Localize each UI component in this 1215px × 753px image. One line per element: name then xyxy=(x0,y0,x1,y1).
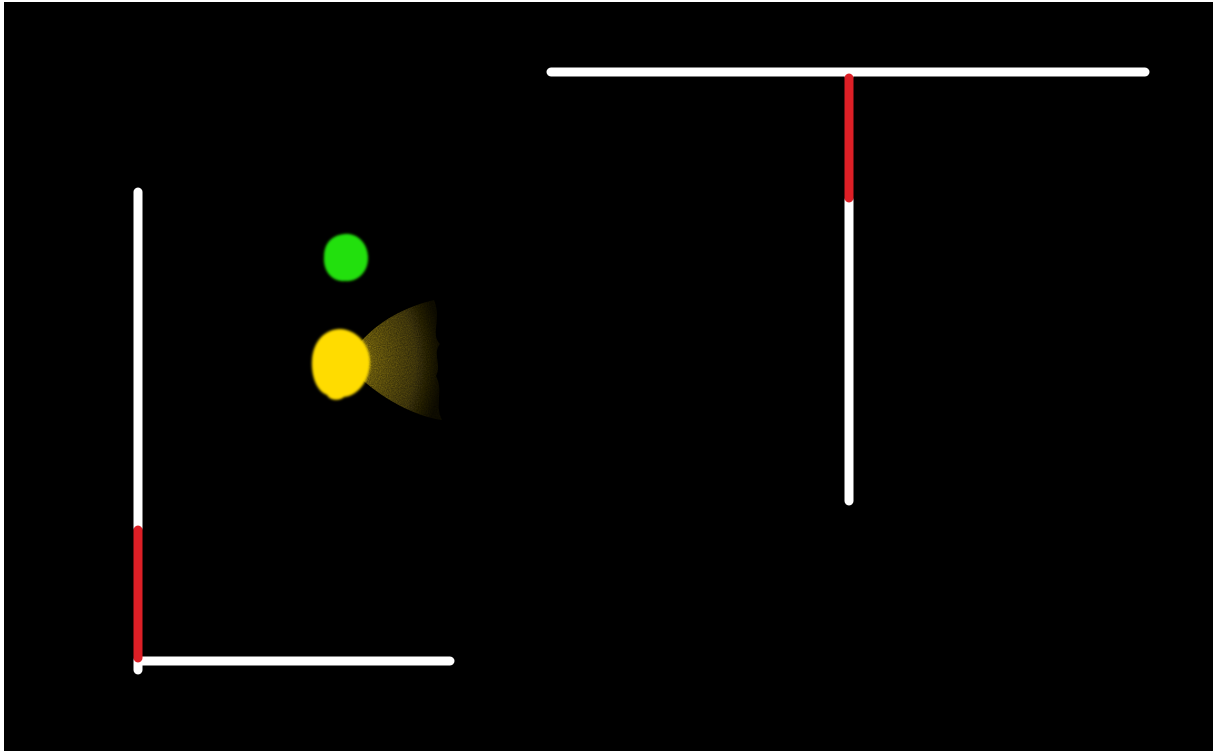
scene-background xyxy=(4,2,1213,751)
goal-icon[interactable] xyxy=(324,234,368,281)
game-viewport[interactable] xyxy=(4,2,1213,751)
game-canvas[interactable] xyxy=(4,2,1213,751)
